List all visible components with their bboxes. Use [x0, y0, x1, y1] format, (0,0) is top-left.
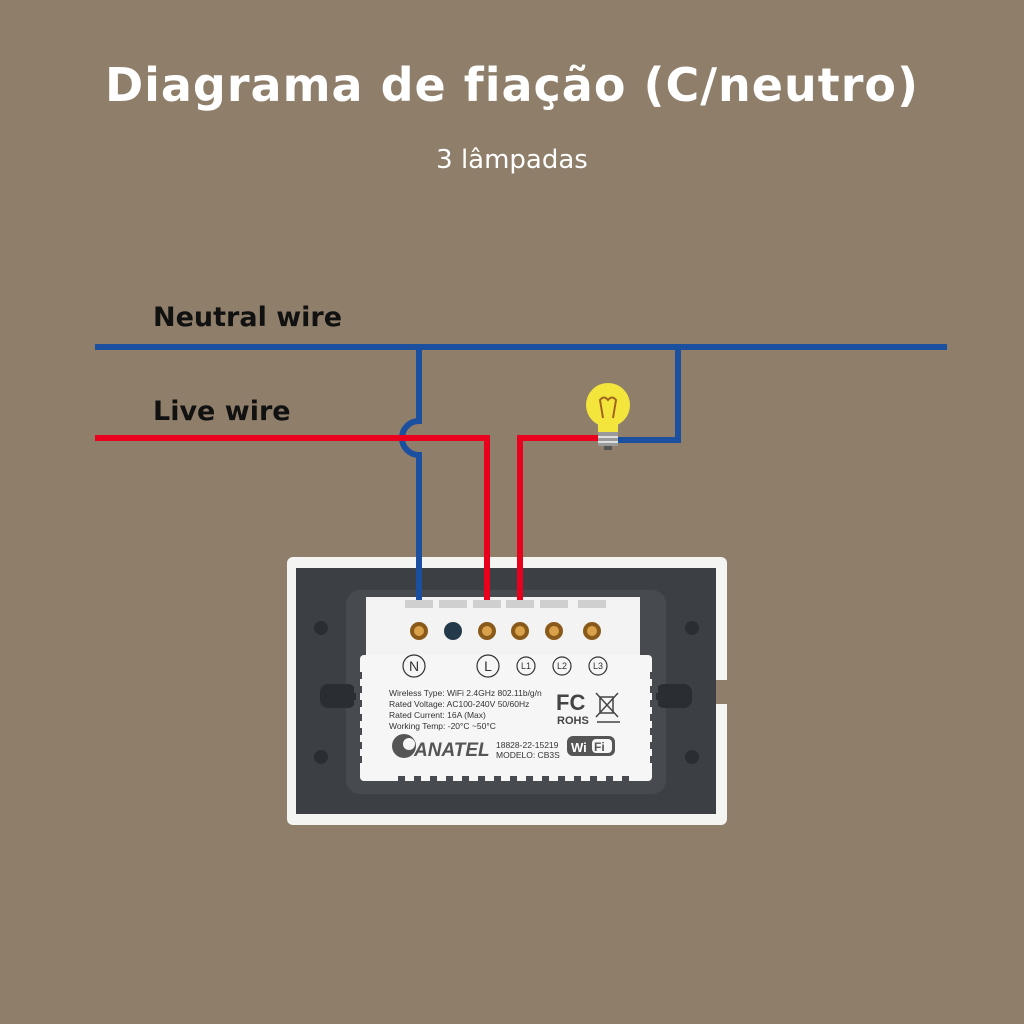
page-title: Diagrama de fiação (C/neutro) [104, 58, 920, 112]
terminal-label-l: L [484, 658, 492, 674]
light-bulb-icon [586, 383, 630, 450]
lamp-neutral-wire [615, 347, 681, 443]
anatel-logo: ANATEL [413, 740, 490, 761]
lamp-output-wire [517, 435, 598, 600]
rohs-logo: ROHS [557, 715, 589, 727]
spec-text: Wireless Type: WiFi 2.4GHz 802.11b/g/n R… [389, 688, 542, 731]
terminal-label-circle [588, 656, 608, 676]
terminal-label-circle [516, 656, 536, 676]
terminal-label-n: N [409, 658, 419, 674]
terminal-label-l2: L2 [557, 661, 567, 671]
spec-line: Rated Current: 16A (Max) [389, 710, 486, 720]
wifi-logo-wi: Wi [571, 740, 587, 755]
terminal-label-l3: L3 [593, 661, 603, 671]
terminal-blank [444, 622, 462, 640]
model-number: MODELO: CB3S [496, 750, 560, 760]
live-wire [95, 435, 490, 600]
cert-number: 18828-22-15219 [496, 740, 559, 750]
fc-logo: FC [556, 690, 585, 715]
spec-line: Working Temp: -20°C ~50°C [389, 721, 496, 731]
spec-line: Wireless Type: WiFi 2.4GHz 802.11b/g/n [389, 688, 542, 698]
wifi-logo-fi: Fi [594, 740, 605, 754]
weee-bin-icon [595, 692, 620, 723]
page-subtitle: 3 lâmpadas [436, 145, 588, 175]
wires [95, 344, 947, 600]
terminal-label-l1: L1 [521, 661, 531, 671]
switch-device: N L L1 L2 L3 Wireless Type: WiFi 2.4GHz 802.… [287, 557, 728, 825]
neutral-wire-label: Neutral wire [153, 302, 343, 333]
terminal-label-circle [476, 654, 500, 678]
terminal-label-circle [552, 656, 572, 676]
terminal-label-circle [402, 654, 426, 678]
live-wire-label: Live wire [153, 396, 291, 427]
spec-line: Rated Voltage: AC100-240V 50/60Hz [389, 699, 529, 709]
